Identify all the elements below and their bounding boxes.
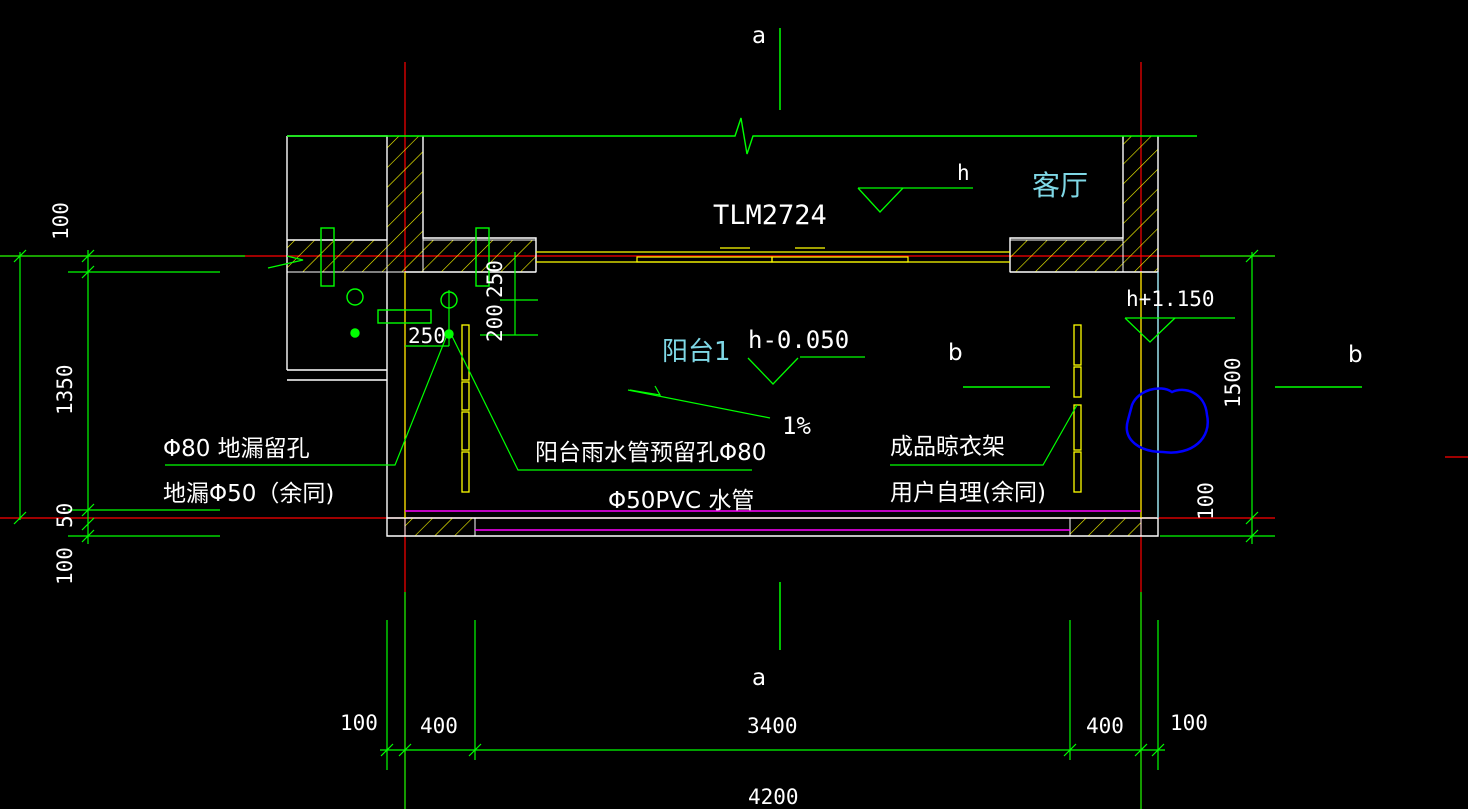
door-code: TLM2724 bbox=[713, 200, 827, 231]
clothes-rack-note: 成品晾衣架 bbox=[890, 434, 1005, 460]
dim-hole-250-h: 250 bbox=[408, 324, 446, 348]
level-living: h bbox=[957, 161, 970, 185]
level-markers bbox=[747, 187, 1235, 385]
pvc-pipe bbox=[405, 510, 1141, 531]
level-right: h+1.150 bbox=[1126, 287, 1215, 311]
break-line bbox=[267, 117, 1197, 269]
dim-total-4200: 4200 bbox=[748, 785, 799, 809]
leader-lines bbox=[165, 329, 1078, 471]
clothes-rack-right bbox=[1073, 324, 1082, 493]
dim-right-1500: 1500 bbox=[1221, 357, 1245, 408]
annotation-cloud bbox=[1125, 387, 1210, 454]
floor-drain-hole-note: Φ80 地漏留孔 bbox=[163, 436, 310, 462]
level-balcony: h-0.050 bbox=[748, 326, 849, 354]
clothes-rack-left bbox=[461, 324, 470, 493]
dim-right-100: 100 bbox=[1194, 482, 1218, 520]
rain-pipe-hole-note: 阳台雨水管预留孔Φ80 bbox=[535, 440, 766, 466]
section-cut-lines bbox=[779, 28, 1362, 650]
dim-left-100-top: 100 bbox=[49, 202, 73, 240]
dim-bottom-3400: 3400 bbox=[747, 714, 798, 738]
dim-hole-200: 200 bbox=[483, 304, 507, 342]
floor-drain-note: 地漏Φ50（余同) bbox=[163, 481, 334, 507]
section-mark-a-top: a bbox=[752, 23, 766, 49]
slope-label: 1% bbox=[782, 412, 811, 440]
section-mark-b-left: b bbox=[948, 340, 963, 366]
door-frame bbox=[404, 247, 1142, 518]
dim-hole-250-v: 250 bbox=[483, 260, 507, 298]
dim-bottom-400-right: 400 bbox=[1086, 714, 1124, 738]
pvc-pipe-note: Φ50PVC 水管 bbox=[608, 488, 754, 514]
balcony-label: 阳台1 bbox=[662, 337, 731, 367]
user-installed-note: 用户自理(余同) bbox=[890, 480, 1046, 506]
dim-left-1350: 1350 bbox=[53, 364, 77, 415]
dimension-lines bbox=[0, 249, 1275, 809]
living-room-label: 客厅 bbox=[1032, 169, 1088, 202]
section-mark-b-right: b bbox=[1348, 342, 1363, 368]
dim-left-100-bottom: 100 bbox=[53, 547, 77, 585]
dim-bottom-100-left: 100 bbox=[340, 711, 378, 735]
dim-left-50: 50 bbox=[53, 503, 77, 528]
dim-bottom-400-left: 400 bbox=[420, 714, 458, 738]
dim-bottom-100-right: 100 bbox=[1170, 711, 1208, 735]
section-mark-a-bottom: a bbox=[752, 665, 766, 691]
